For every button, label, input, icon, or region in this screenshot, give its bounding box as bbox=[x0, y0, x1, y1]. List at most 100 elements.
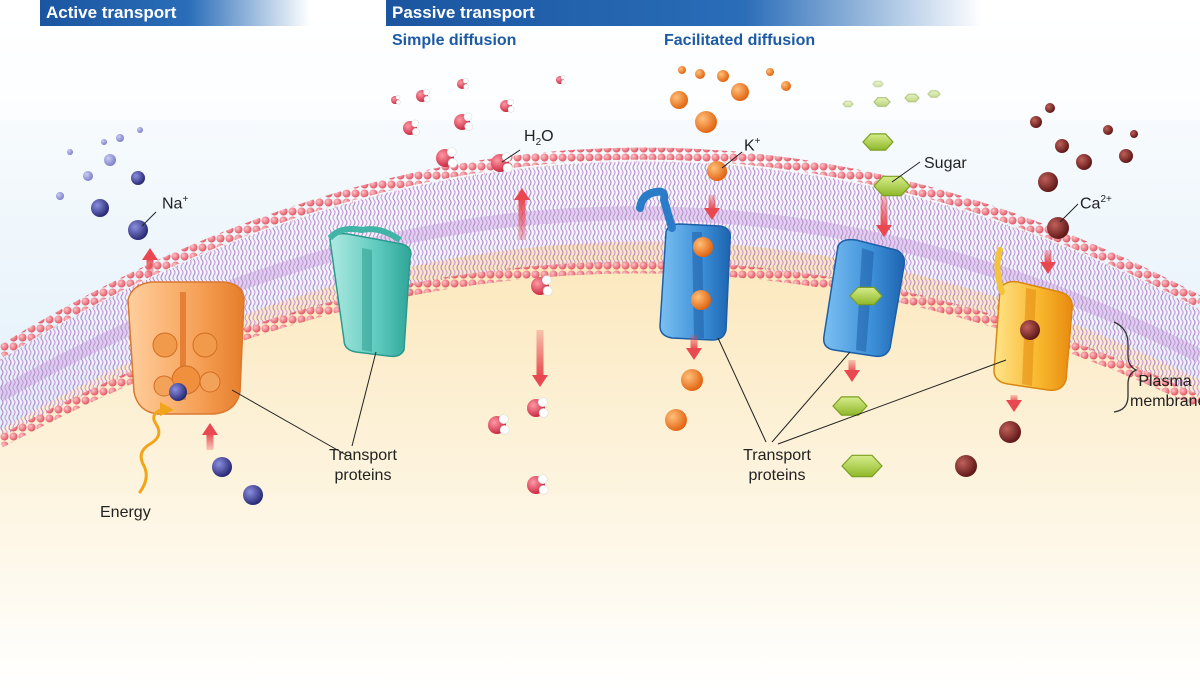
transport-proteins-label-left: Transport proteins bbox=[318, 446, 408, 486]
calcium-ion bbox=[1020, 320, 1040, 340]
sodium-in-arrow bbox=[202, 423, 218, 450]
left-protein-leader-b bbox=[351, 351, 377, 447]
sugar-molecule bbox=[873, 97, 891, 107]
calcium-ion bbox=[1055, 139, 1069, 153]
sodium-ion bbox=[91, 199, 109, 217]
calcium-ion bbox=[1047, 217, 1069, 239]
calcium-leader bbox=[1059, 203, 1079, 223]
energy-squiggle bbox=[138, 406, 170, 494]
left-protein-leader-a bbox=[231, 389, 349, 457]
sugar-entry-arrow bbox=[876, 195, 892, 237]
calcium-label: Ca2+ bbox=[1080, 194, 1112, 213]
calcium-entry-arrow bbox=[1040, 250, 1056, 274]
sugar-molecule bbox=[842, 100, 854, 108]
sugar-molecule bbox=[872, 80, 884, 88]
sodium-ion bbox=[137, 127, 143, 133]
leader-lines bbox=[141, 149, 1079, 457]
right-protein-leader-a bbox=[717, 337, 767, 443]
sugar-molecule bbox=[927, 90, 941, 98]
water-molecule bbox=[556, 75, 566, 85]
plasma-membrane-label: Plasma membrane bbox=[1130, 372, 1200, 412]
sodium-leader bbox=[141, 211, 157, 227]
sodium-ion bbox=[212, 457, 232, 477]
sugar-leader bbox=[891, 161, 921, 183]
potassium-label-charge: + bbox=[754, 136, 761, 147]
water-molecule bbox=[457, 77, 470, 90]
right-protein-leader-b bbox=[771, 351, 851, 443]
sugar-molecule bbox=[904, 93, 920, 103]
sodium-ion bbox=[116, 134, 124, 142]
water-label-o: O bbox=[541, 128, 554, 145]
calcium-ion bbox=[1076, 154, 1092, 170]
water-molecule bbox=[488, 414, 510, 435]
water-out-arrow bbox=[514, 188, 530, 240]
flow-arrows bbox=[142, 188, 1056, 450]
transport-proteins-right-line2: proteins bbox=[748, 467, 806, 484]
sugar-molecule bbox=[832, 396, 868, 416]
water-molecule bbox=[500, 98, 515, 113]
sugar-molecule bbox=[841, 454, 883, 478]
calcium-ion bbox=[1119, 149, 1133, 163]
sodium-ion bbox=[169, 383, 187, 401]
sodium-ion bbox=[83, 171, 93, 181]
water-molecule bbox=[403, 119, 420, 136]
water-molecule bbox=[531, 275, 553, 296]
sodium-label: Na+ bbox=[162, 194, 188, 213]
potassium-ion bbox=[681, 369, 703, 391]
right-protein-leader-c bbox=[777, 359, 1007, 445]
molecules bbox=[56, 66, 1138, 505]
water-label-sub: 2 bbox=[535, 137, 542, 149]
water-molecule bbox=[454, 112, 474, 131]
water-molecule bbox=[491, 152, 513, 173]
sodium-ion bbox=[104, 154, 116, 166]
calcium-ion bbox=[1045, 103, 1055, 113]
water-label-h: H bbox=[524, 128, 536, 145]
sodium-ion bbox=[56, 192, 64, 200]
teal-channel-protein bbox=[327, 226, 412, 358]
passive-transport-header: Passive transport bbox=[386, 0, 982, 26]
potassium-ion bbox=[695, 69, 705, 79]
sugar-molecule bbox=[862, 133, 894, 151]
energy-label: Energy bbox=[100, 504, 151, 521]
facilitated-diffusion-heading: Facilitated diffusion bbox=[664, 32, 816, 49]
potassium-ion bbox=[670, 91, 688, 109]
sugar-exit-arrow bbox=[844, 360, 860, 382]
energy-arrowhead bbox=[160, 402, 174, 416]
water-molecule bbox=[416, 88, 431, 103]
sodium-ion bbox=[101, 139, 107, 145]
calcium-ion bbox=[1030, 116, 1042, 128]
sugar-molecule bbox=[873, 175, 911, 197]
sodium-label-charge: + bbox=[182, 194, 189, 205]
potassium-ion bbox=[707, 161, 727, 181]
potassium-ion bbox=[665, 409, 687, 431]
potassium-entry-arrow bbox=[704, 195, 720, 220]
water-leader bbox=[501, 149, 521, 163]
transport-proteins-left-line1: Transport bbox=[329, 447, 397, 464]
potassium-ion bbox=[691, 290, 711, 310]
sodium-out-arrow bbox=[142, 248, 158, 275]
potassium-ion bbox=[695, 111, 717, 133]
potassium-exit-arrow bbox=[686, 335, 702, 360]
calcium-label-base: Ca bbox=[1080, 195, 1101, 213]
transport-proteins-label-right: Transport proteins bbox=[732, 446, 822, 486]
sugar-molecule bbox=[849, 286, 883, 306]
simple-diffusion-heading: Simple diffusion bbox=[392, 32, 517, 49]
sodium-ion bbox=[131, 171, 145, 185]
transport-proteins-right-line1: Transport bbox=[743, 447, 811, 464]
potassium-ion bbox=[731, 83, 749, 101]
plasma-membrane-line2: membrane bbox=[1130, 393, 1200, 410]
calcium-ion bbox=[1038, 172, 1058, 192]
potassium-ion bbox=[781, 81, 791, 91]
potassium-ion bbox=[678, 66, 686, 74]
water-molecule bbox=[527, 474, 549, 495]
water-molecule bbox=[436, 147, 458, 168]
water-molecule bbox=[527, 397, 549, 418]
potassium-ion bbox=[766, 68, 774, 76]
calcium-ion bbox=[999, 421, 1021, 443]
sodium-label-base: Na bbox=[162, 195, 183, 213]
membrane-bracket bbox=[1113, 321, 1138, 413]
sugar-label: Sugar bbox=[924, 155, 967, 172]
water-molecule bbox=[391, 95, 401, 105]
potassium-channel-protein bbox=[636, 187, 732, 341]
calcium-label-charge: 2+ bbox=[1100, 194, 1112, 205]
